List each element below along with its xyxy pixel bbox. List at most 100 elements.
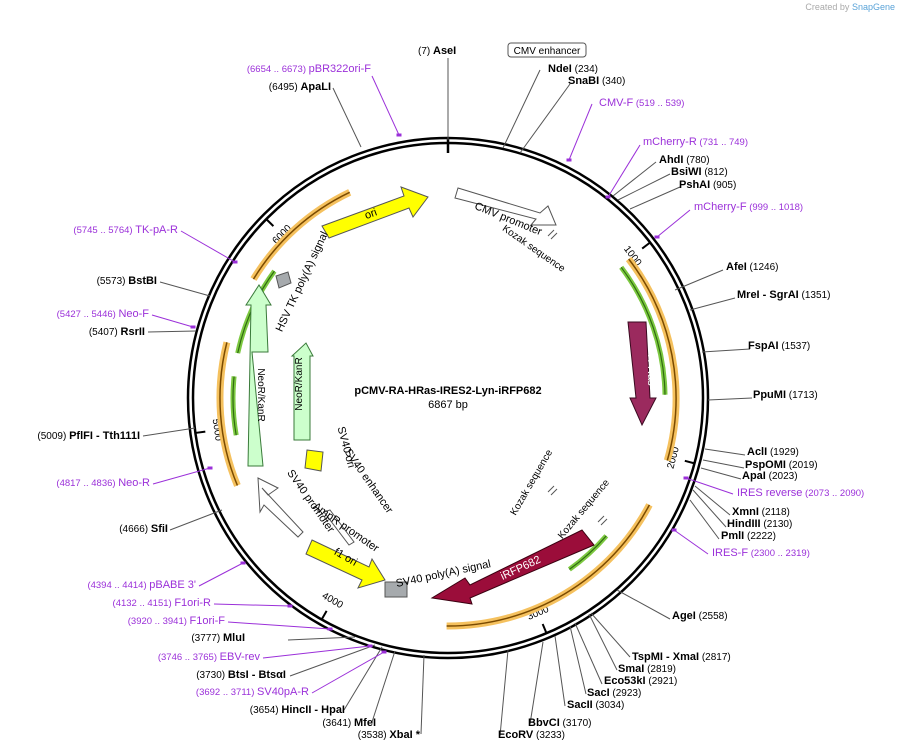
site-name: BstBI xyxy=(128,275,157,287)
site-position: (5573) xyxy=(97,276,129,287)
orf-arc-green-line xyxy=(569,535,607,570)
site-name-extra: - Tth111I xyxy=(93,430,140,442)
site-position: (3641) xyxy=(322,718,354,729)
site-leader xyxy=(689,297,736,311)
kozak-mark xyxy=(597,515,605,523)
primer-name: pBABE 3' xyxy=(149,579,196,591)
primer-label: IRES reverse (2073 .. 2090) xyxy=(737,487,864,499)
primer-label: IRES-F (2300 .. 2319) xyxy=(712,547,810,559)
site-name: TspMI xyxy=(632,651,663,663)
primer-leader xyxy=(213,603,291,607)
restriction-site-label: (3777) MluI xyxy=(191,632,245,644)
site-leader xyxy=(700,467,742,480)
site-leader xyxy=(702,459,745,469)
primer-label: (3692 .. 3711) SV40pA-R xyxy=(196,686,309,698)
site-leader xyxy=(169,509,223,531)
bp-tick-3000 xyxy=(541,623,548,634)
primer-range: (3692 .. 3711) xyxy=(196,687,257,698)
plasmid-name: pCMV-RA-HRas-IRES2-Lyn-iRFP682 xyxy=(354,385,541,397)
neor-kanr-label: NeoR/KanR xyxy=(294,357,305,410)
site-position: (3777) xyxy=(191,633,223,644)
restriction-site-label: (3654) HincII - HpaI xyxy=(250,704,345,716)
bp-tick-2000 xyxy=(684,459,695,465)
site-name: XmnI xyxy=(732,506,759,518)
primer-name: TK-pA-R xyxy=(135,224,178,236)
map-center-label: pCMV-RA-HRas-IRES2-Lyn-iRFP682 6867 bp xyxy=(354,385,541,411)
restriction-site-label: (5407) RsrII xyxy=(89,326,145,338)
cmv-enhancer-label: CMV enhancer xyxy=(514,46,581,57)
cmv-enhancer-box xyxy=(507,42,587,58)
primer-range: (5745 .. 5764) xyxy=(73,225,135,236)
site-leader xyxy=(159,281,211,297)
bp-tick-5000 xyxy=(195,430,206,434)
restriction-site-label: (3730) BtsI - BtsαI xyxy=(196,669,286,681)
bp-tick-label: 4000 xyxy=(320,591,345,612)
site-name-extra: - BtsαI xyxy=(249,669,286,681)
site-position: (2019) xyxy=(786,460,818,471)
orf-arc-green-line xyxy=(232,376,237,436)
primer-label: (6654 .. 6673) pBR322ori-F xyxy=(247,63,371,75)
site-name: SacII xyxy=(567,699,593,711)
site-name: NdeI xyxy=(548,63,572,75)
restriction-site-label: PmlI (2222) xyxy=(721,530,776,542)
primer-marker xyxy=(671,528,677,532)
site-name: SmaI xyxy=(618,663,644,675)
orf-arc-green-line xyxy=(620,266,666,395)
site-position: (3233) xyxy=(533,730,565,741)
primer-label: (4132 .. 4151) F1ori-R xyxy=(113,597,212,609)
primer-label: (5427 .. 5446) Neo-F xyxy=(57,308,150,320)
primer-leader xyxy=(262,645,371,659)
restriction-site-label: (4666) SfiI xyxy=(119,523,168,535)
restriction-site-label: Eco53kI (2921) xyxy=(604,675,677,687)
primer-range: (4132 .. 4151) xyxy=(113,598,175,609)
h-ras-arrow xyxy=(627,321,657,427)
sv40-promoter-arrow xyxy=(257,477,304,538)
site-name: PmlI xyxy=(721,530,744,542)
primer-leader xyxy=(198,562,244,587)
primer-marker xyxy=(287,604,293,608)
site-position: (6495) xyxy=(269,82,301,93)
site-leader xyxy=(612,161,657,197)
site-position: (5009) xyxy=(37,431,69,442)
primer-leader xyxy=(227,621,331,630)
restriction-site-label: PshAI (905) xyxy=(679,179,736,191)
kozak-sequence-label: Kozak sequence xyxy=(509,448,556,518)
primer-leader xyxy=(371,75,400,136)
orf-arc-line xyxy=(628,258,677,461)
restriction-site-label: FspAI (1537) xyxy=(748,340,810,352)
site-position: (905) xyxy=(710,180,736,191)
restriction-site-label: NdeI (234) xyxy=(548,63,598,75)
site-position: (2222) xyxy=(744,531,776,542)
site-position: (5407) xyxy=(89,327,121,338)
site-name: AhdI xyxy=(659,154,683,166)
site-name: XbaI * xyxy=(389,729,420,741)
primer-name: Neo-R xyxy=(118,477,150,489)
site-position: (2817) xyxy=(699,652,731,663)
f1-ori-arrow xyxy=(305,539,386,589)
primer-marker xyxy=(190,325,196,329)
site-name: BsiWI xyxy=(671,166,702,178)
primer-marker xyxy=(396,133,402,137)
primer-marker xyxy=(232,260,238,264)
site-position: (1351) xyxy=(799,290,831,301)
site-leader xyxy=(588,613,618,671)
site-position: (3654) xyxy=(250,705,282,716)
restriction-site-label: SmaI (2819) xyxy=(618,663,676,675)
plasmid-length: 6867 bp xyxy=(428,399,468,411)
site-position: (1929) xyxy=(767,447,799,458)
primer-name: mCherry-R xyxy=(643,136,697,148)
primer-range: (3746 .. 3765) xyxy=(158,652,220,663)
site-leader xyxy=(371,650,396,723)
label-leaders xyxy=(142,58,753,737)
primer-leader xyxy=(656,209,691,238)
primer-label: (5745 .. 5764) TK-pA-R xyxy=(73,224,178,236)
restriction-site-label: PspOMI (2019) xyxy=(745,459,818,471)
primer-label: CMV-F (519 .. 539) xyxy=(599,97,684,109)
primer-label: mCherry-R (731 .. 749) xyxy=(643,136,748,148)
restriction-site-label: (5573) BstBI xyxy=(97,275,157,287)
kozak-mark xyxy=(550,488,558,496)
site-position: (1713) xyxy=(786,390,818,401)
primer-label: (3920 .. 3941) F1ori-F xyxy=(128,615,226,627)
primer-leader xyxy=(673,529,709,555)
site-name: PpuMI xyxy=(753,389,786,401)
